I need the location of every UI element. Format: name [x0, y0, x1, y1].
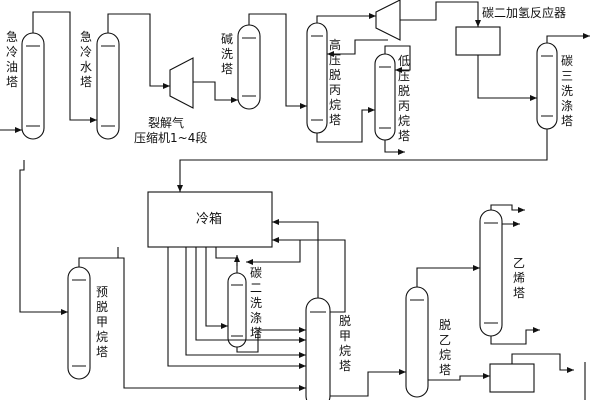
cold-section-lines	[19, 160, 586, 400]
c3-wash-tower-vessel	[536, 42, 558, 130]
pre-demethanizer-label: 预脱甲烷塔	[95, 285, 108, 359]
hp-depropanizer-vessel	[306, 22, 328, 134]
ethylene-tower-vessel	[479, 209, 503, 337]
c2-wash-tower-vessel	[227, 272, 247, 348]
c2-wash-tower-label: 碳二洗涤塔	[249, 266, 262, 340]
demethanizer-label: 脱甲烷塔	[338, 314, 351, 373]
deethanizer-vessel	[405, 286, 429, 398]
quench-water-tower-label: 急冷水塔	[79, 30, 92, 89]
lp-depropanizer-label: 低压脱丙烷塔	[397, 54, 410, 143]
demethanizer-vessel	[305, 297, 331, 400]
quench-water-tower-vessel	[96, 32, 120, 140]
cracked-gas-compressor-label-line1: 裂解气	[148, 116, 185, 130]
lp-depropanizer-vessel	[374, 53, 396, 141]
ethylene-tower-label: 乙烯塔	[512, 256, 525, 300]
quench-oil-tower-vessel	[21, 32, 45, 140]
caustic-wash-tower-vessel	[237, 24, 261, 110]
cracked-gas-compressor-label-line2: 压缩机1~4段	[134, 131, 208, 145]
c2-hydrogenation-reactor-box	[455, 26, 501, 56]
c2-hydrogenation-reactor-label: 碳二加氢反应器	[482, 6, 567, 20]
deethanizer-label: 脱乙烷塔	[438, 318, 451, 377]
hp-depropanizer-label: 高压脱丙烷塔	[328, 38, 341, 127]
cracked-gas-compressor-shape	[169, 57, 194, 109]
bottom-right-drum-box	[489, 363, 535, 393]
cold-box-label: 冷箱	[196, 212, 223, 227]
caustic-wash-tower-label: 碱洗塔	[220, 32, 233, 76]
cold-box-box	[147, 191, 273, 248]
top-compressor-shape	[375, 0, 401, 41]
c3-wash-tower-label: 碳三洗涤塔	[560, 54, 573, 128]
pre-demethanizer-vessel	[67, 266, 91, 380]
top-train-lines	[0, 1, 590, 192]
quench-oil-tower-label: 急冷油塔	[5, 30, 18, 89]
